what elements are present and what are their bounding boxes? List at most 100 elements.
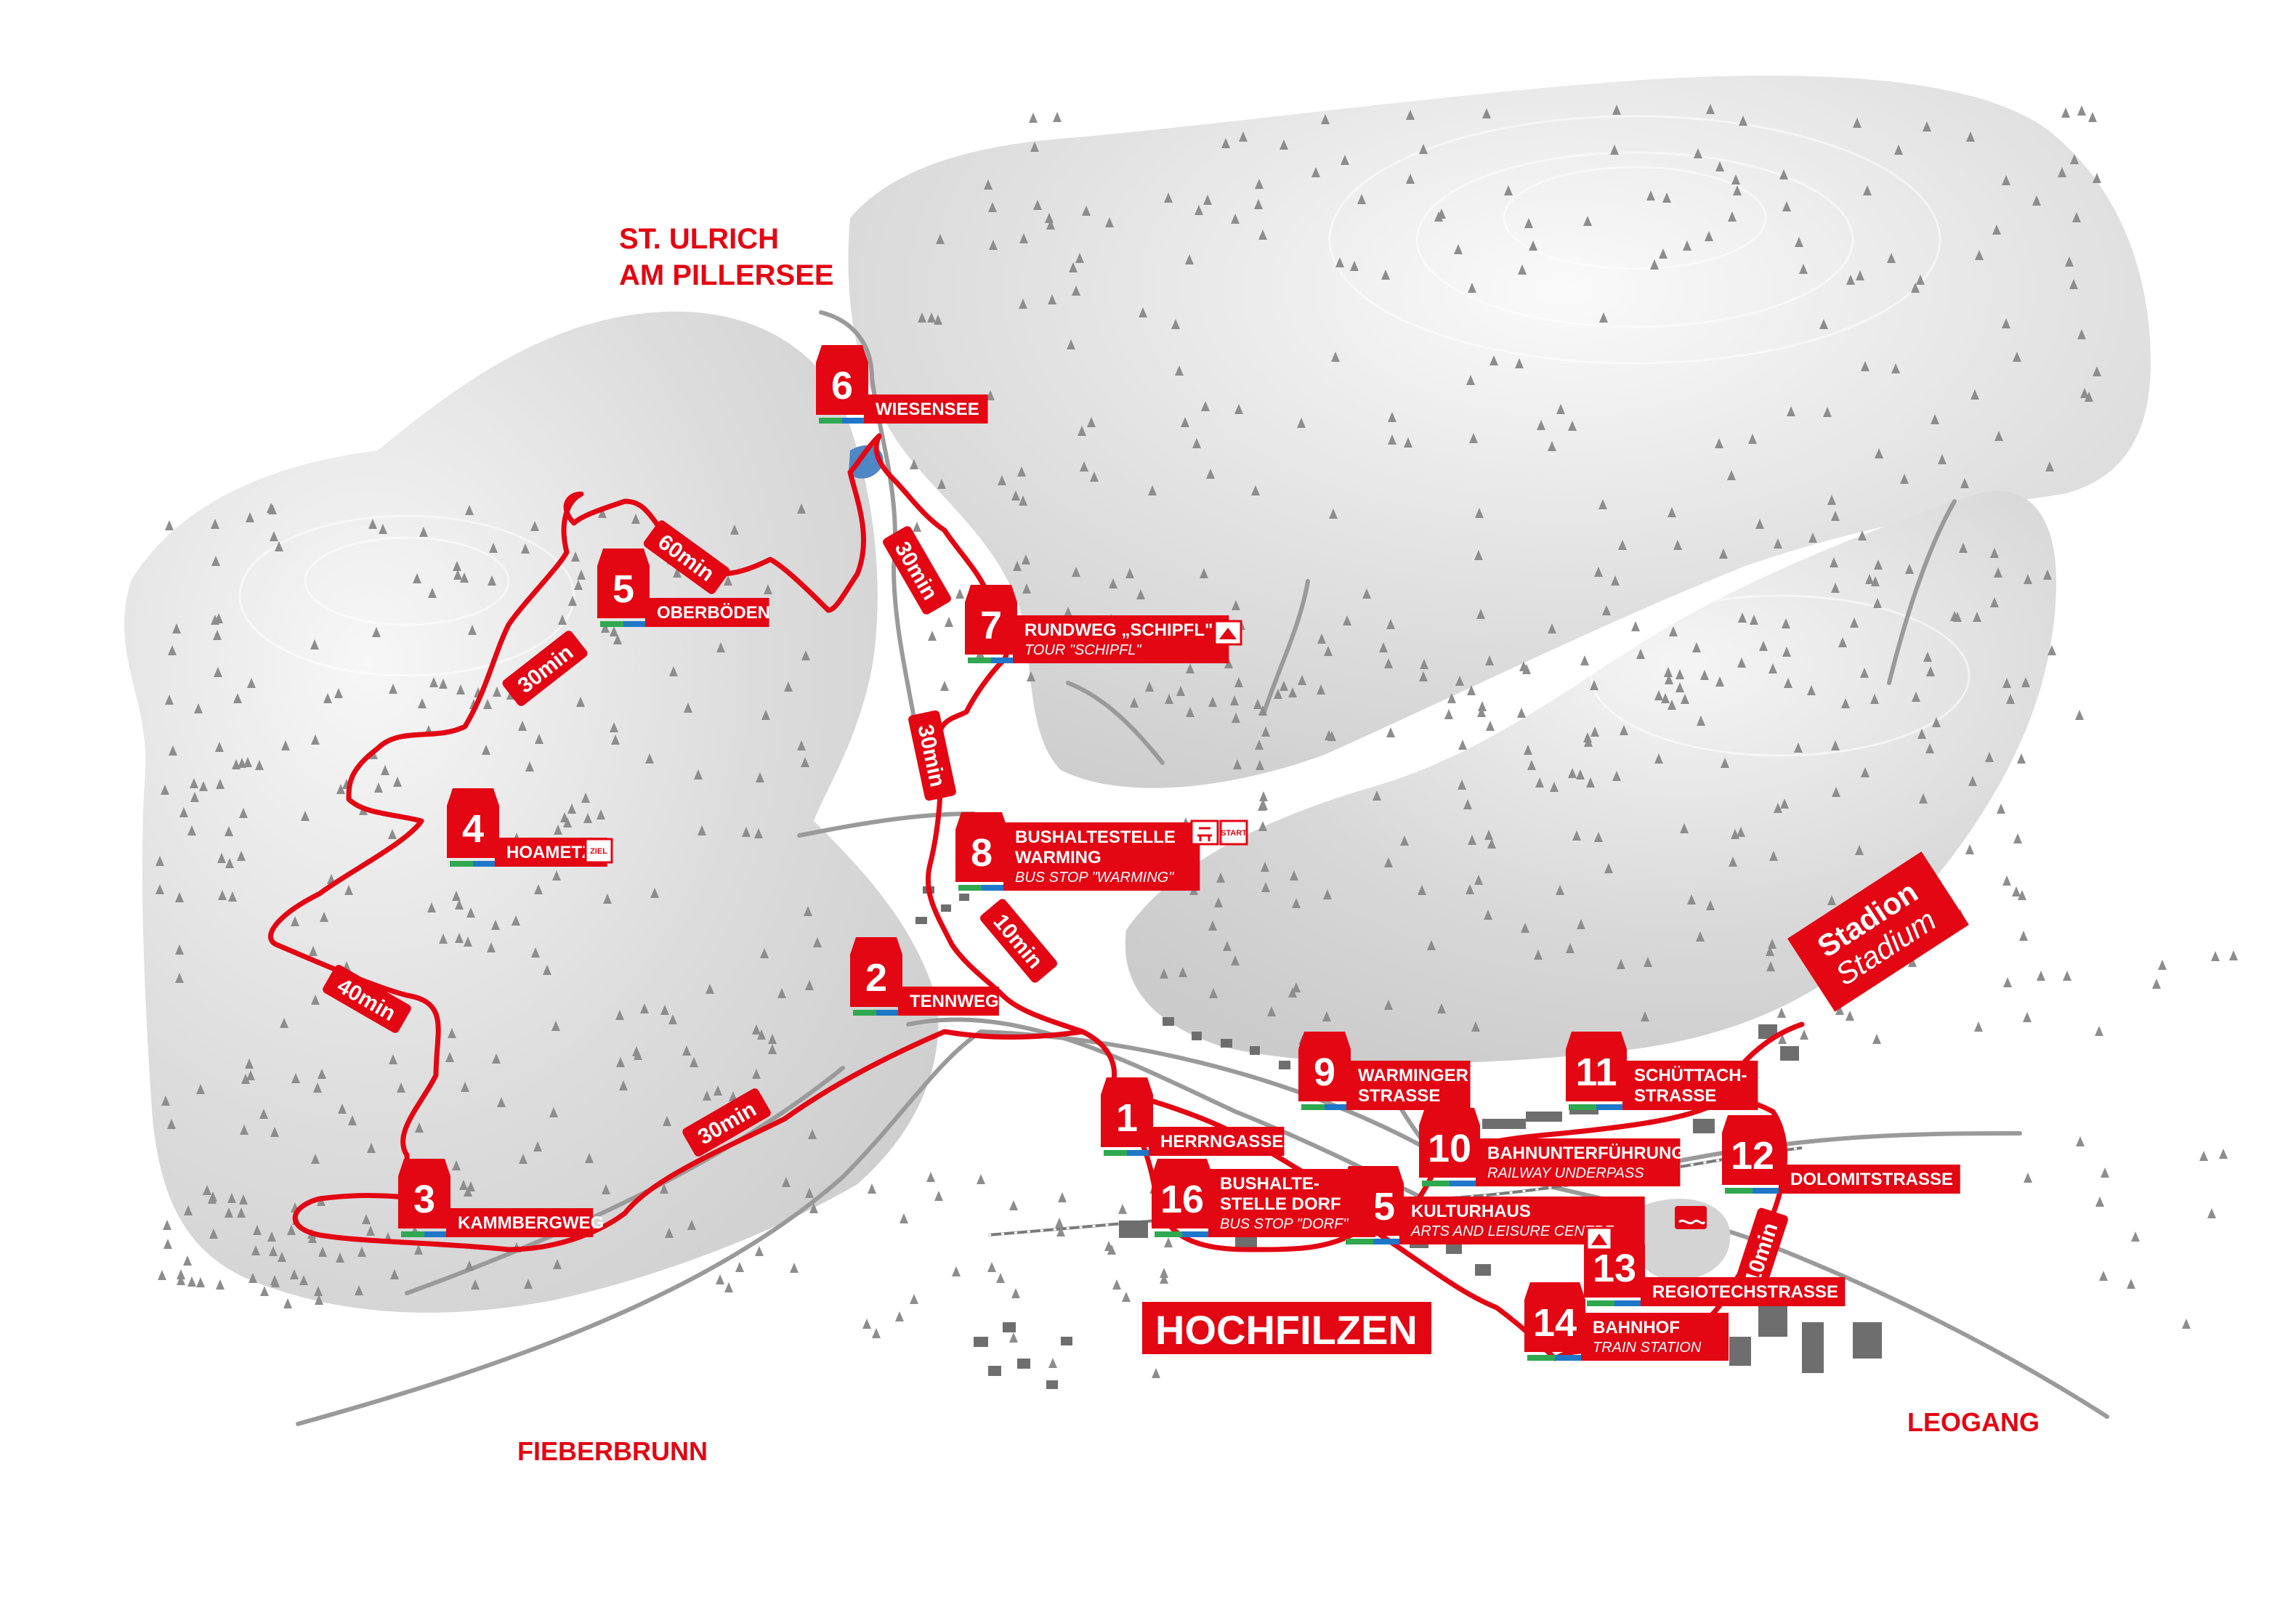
strip-blue: [1450, 1181, 1477, 1186]
tree-icon: [2101, 1167, 2109, 1178]
strip-blue: [876, 1010, 900, 1016]
station-label-box: [864, 394, 988, 424]
building: [1780, 1046, 1799, 1061]
tree-icon: [872, 1328, 881, 1338]
building: [915, 917, 927, 924]
tree-icon: [1974, 1021, 1983, 1032]
tree-icon: [1800, 1029, 1808, 1040]
tree-icon: [2023, 1012, 2032, 1022]
station-label-box: [645, 598, 769, 627]
duration-tag: 10min: [980, 899, 1057, 983]
tree-icon: [926, 1172, 935, 1182]
place-st-ulrich-line2: AM PILLERSEE: [619, 259, 834, 291]
tree-icon: [913, 522, 921, 532]
tree-icon: [1259, 791, 1268, 801]
tree-icon: [1011, 1288, 1020, 1298]
station-number: 10: [1428, 1127, 1471, 1170]
station-sublabel: BUS STOP "WARMING": [1015, 870, 1174, 886]
strip-blue: [1127, 1150, 1150, 1156]
tree-icon: [1846, 1011, 1854, 1021]
strip-green: [1725, 1188, 1753, 1194]
station-label: KAMMBERGWEG: [458, 1213, 604, 1233]
station-label: KULTURHAUS: [1411, 1202, 1531, 1221]
station-number: 6: [831, 364, 853, 408]
station-number: 13: [1593, 1247, 1636, 1290]
station-number: 16: [1160, 1178, 1204, 1221]
station-shield-icon: [965, 585, 1017, 655]
station-label: WARMINGER: [1358, 1066, 1468, 1085]
building: [1163, 1017, 1174, 1026]
building: [1119, 1221, 1148, 1238]
tree-icon: [2229, 950, 2238, 960]
strip-green: [968, 657, 991, 663]
strip-green: [1422, 1181, 1450, 1186]
tree-icon: [1118, 1204, 1127, 1214]
tree-icon: [952, 1266, 961, 1276]
tree-icon: [1009, 1200, 1018, 1210]
start-icon: START: [1219, 819, 1248, 846]
station-number: 11: [1575, 1051, 1617, 1094]
tree-icon: [1997, 804, 2005, 814]
tree-icon: [2127, 1279, 2135, 1289]
tree-icon: [987, 1262, 996, 1272]
building: [1017, 1359, 1030, 1369]
station-label-box: [1003, 822, 1200, 891]
mountain-north: [848, 76, 2151, 788]
tree-icon: [196, 1277, 205, 1287]
tree-icon: [2012, 886, 2021, 896]
strip-green: [819, 418, 842, 424]
strip-green: [1155, 1231, 1182, 1237]
strip-green: [401, 1231, 424, 1237]
station-sublabel: RAILWAY UNDERPASS: [1487, 1165, 1644, 1181]
tree-icon: [187, 1276, 196, 1287]
station-shield-icon: [1524, 1282, 1585, 1352]
station-number: 8: [971, 831, 993, 875]
tree-icon: [1009, 1332, 1018, 1343]
tree-icon: [163, 1220, 171, 1230]
station-label: BAHNHOF: [1593, 1318, 1680, 1337]
tree-icon: [2019, 931, 2028, 941]
building: [1250, 1046, 1260, 1055]
strip-blue: [1555, 1355, 1582, 1361]
station-shield-icon: [1152, 1159, 1213, 1228]
station-label: RUNDWEG „SCHIPFL": [1024, 620, 1213, 640]
tree-icon: [2207, 1208, 2216, 1218]
station-number: 2: [865, 956, 887, 1000]
station-shield-icon: [447, 788, 499, 858]
place-hochfilzen: HOCHFILZEN: [1155, 1307, 1418, 1353]
strip-green: [1104, 1150, 1127, 1156]
station-number: 3: [413, 1178, 435, 1221]
building: [1475, 1264, 1491, 1276]
tree-icon: [2002, 875, 2011, 886]
station-label-box: [1581, 1313, 1729, 1361]
station-number: 7: [980, 604, 1002, 647]
tree-icon: [1055, 1218, 1064, 1228]
tree-icon: [1112, 1279, 1121, 1290]
station-label: BAHNUNTERFÜHRUNG: [1487, 1143, 1685, 1163]
station-shield-icon: [850, 937, 902, 1007]
tree-icon: [1478, 701, 1487, 711]
tree-icon: [2219, 1149, 2228, 1159]
tree-icon: [895, 1311, 904, 1321]
station-label: BUSHALTE-: [1220, 1174, 1319, 1194]
station-marker-10[interactable]: 10 BAHNUNTERFÜHRUNG RAILWAY UNDERPASS: [1419, 1108, 1685, 1186]
kulturhaus-icon: [1585, 1226, 1613, 1251]
tree-icon: [2088, 112, 2097, 122]
tree-icon: [735, 1262, 744, 1272]
building: [974, 1337, 988, 1347]
building: [1693, 1119, 1715, 1133]
strip-blue: [1325, 1104, 1348, 1110]
